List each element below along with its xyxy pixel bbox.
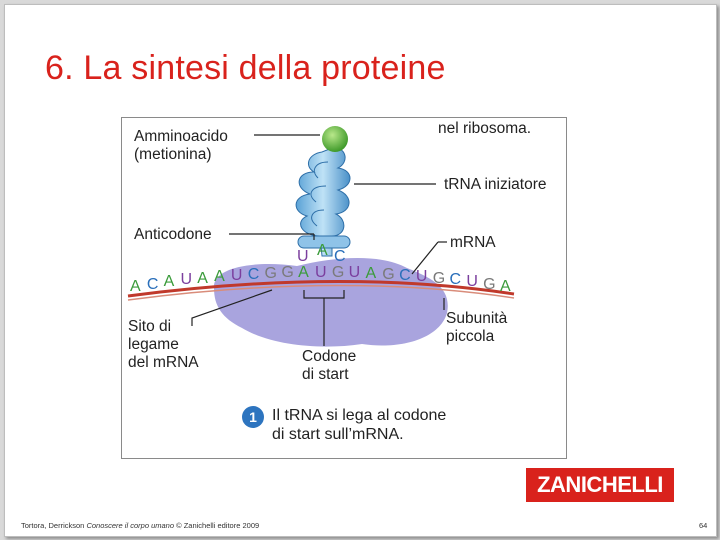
label-trna: tRNA iniziatore bbox=[444, 176, 547, 193]
label-mrna: mRNA bbox=[450, 234, 496, 251]
label-amino-acid: Amminoacido bbox=[134, 128, 228, 145]
label-start-codon-1: Codone bbox=[302, 348, 356, 365]
slide-title: 6. La sintesi della proteine bbox=[45, 49, 446, 88]
trna-shape bbox=[296, 148, 350, 256]
mrna-base: U bbox=[466, 273, 478, 291]
step-number-badge: 1 bbox=[242, 406, 264, 428]
zanichelli-logo: ZANICHELLI bbox=[526, 468, 674, 502]
label-methionine: (metionina) bbox=[134, 146, 212, 163]
mrna-base: G bbox=[483, 276, 495, 294]
mrna-base: U bbox=[349, 264, 361, 282]
mrna-base: G bbox=[265, 265, 277, 283]
methionine-ball bbox=[322, 126, 348, 152]
anticodon-base: A bbox=[317, 242, 328, 260]
mrna-base: A bbox=[365, 265, 376, 283]
mrna-base: C bbox=[147, 276, 159, 294]
label-binding-site-1: Sito di bbox=[128, 318, 171, 335]
footer-publisher: © Zanichelli editore 2009 bbox=[176, 521, 259, 530]
mrna-base: U bbox=[416, 268, 428, 286]
mrna-base: G bbox=[433, 270, 445, 288]
label-anticodon: Anticodone bbox=[134, 226, 212, 243]
slide: 6. La sintesi della proteine bbox=[4, 4, 717, 537]
mrna-base: C bbox=[248, 266, 260, 284]
mrna-base: C bbox=[450, 271, 462, 289]
mrna-base: A bbox=[214, 268, 225, 286]
page-number: 64 bbox=[699, 521, 707, 530]
footer-credit: Tortora, Derrickson Conoscere il corpo u… bbox=[21, 521, 259, 530]
label-ribosome: nel ribosoma. bbox=[438, 120, 531, 137]
step-caption-line2: di start sull’mRNA. bbox=[272, 425, 404, 444]
mrna-base: G bbox=[281, 264, 293, 282]
mrna-base: G bbox=[332, 264, 344, 282]
mrna-base: G bbox=[382, 266, 394, 284]
label-start-codon-2: di start bbox=[302, 366, 349, 383]
label-binding-site-2: legame bbox=[128, 336, 179, 353]
mrna-base: A bbox=[500, 278, 511, 296]
mrna-base: A bbox=[298, 264, 309, 282]
mrna-base: A bbox=[164, 273, 175, 291]
label-binding-site-3: del mRNA bbox=[128, 354, 199, 371]
footer-book-title: Conoscere il corpo umano bbox=[86, 521, 174, 530]
mrna-base: C bbox=[399, 267, 411, 285]
label-small-subunit-1: Subunità bbox=[446, 310, 507, 327]
mrna-base: A bbox=[130, 278, 141, 296]
mrna-base: U bbox=[231, 267, 243, 285]
mrna-base: U bbox=[180, 271, 192, 289]
mrna-base: A bbox=[197, 270, 208, 288]
label-small-subunit-2: piccola bbox=[446, 328, 494, 345]
step-caption-line1: Il tRNA si lega al codone bbox=[272, 406, 446, 425]
mrna-base: U bbox=[315, 264, 327, 282]
footer-authors: Tortora, Derrickson bbox=[21, 521, 84, 530]
